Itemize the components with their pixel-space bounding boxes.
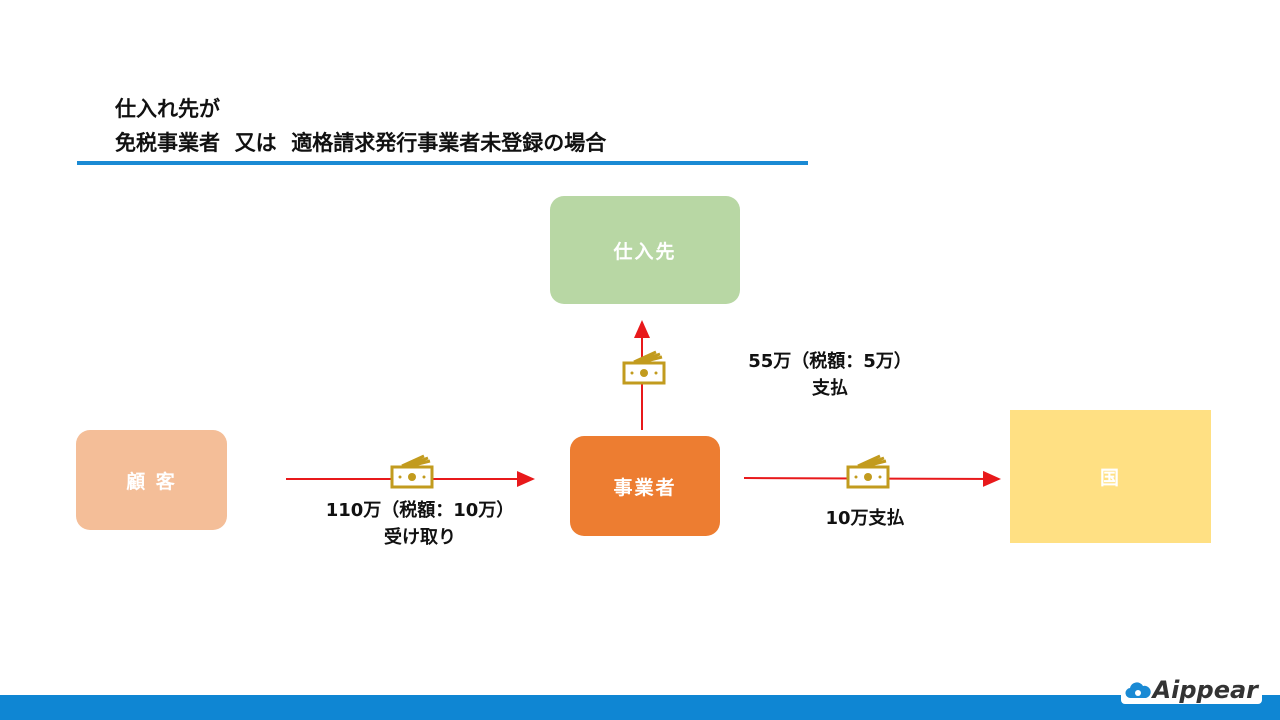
receive-amount: 110万（税額：10万） — [325, 500, 515, 521]
title-line-1: 仕入れ先が — [115, 97, 220, 121]
receive-action: 受け取り — [384, 527, 456, 548]
node-customer: 顧 客 — [76, 430, 227, 530]
brand-logo: Aippear — [1120, 676, 1262, 704]
node-country: 国 — [1010, 410, 1211, 543]
node-business: 事業者 — [570, 436, 720, 536]
node-supplier: 仕入先 — [550, 196, 740, 304]
logo-text: Aippear — [1152, 676, 1258, 704]
title-underline — [77, 161, 808, 165]
footer-bar — [0, 695, 1280, 720]
node-business-label: 事業者 — [613, 476, 677, 499]
receive-label: 110万（税額：10万） 受け取り — [300, 497, 540, 551]
country-payment-amount: 10万支払 — [825, 508, 905, 529]
supplier-payment-label: 55万（税額：5万） 支払 — [720, 348, 940, 402]
money-icon — [388, 452, 436, 492]
money-icon — [844, 452, 892, 492]
cloud-icon — [1125, 682, 1151, 699]
slide-title: 仕入れ先が免税事業者 又は 適格請求発行事業者未登録の場合 — [115, 92, 606, 160]
supplier-payment-amount: 55万（税額：5万） — [748, 351, 912, 372]
money-icon — [620, 348, 668, 388]
supplier-payment-action: 支払 — [812, 378, 848, 399]
country-payment-label: 10万支払 — [790, 505, 940, 532]
node-country-label: 国 — [1099, 467, 1121, 489]
node-supplier-label: 仕入先 — [613, 240, 677, 263]
title-line-2: 免税事業者 又は 適格請求発行事業者未登録の場合 — [115, 131, 607, 155]
node-customer-label: 顧 客 — [126, 470, 177, 493]
